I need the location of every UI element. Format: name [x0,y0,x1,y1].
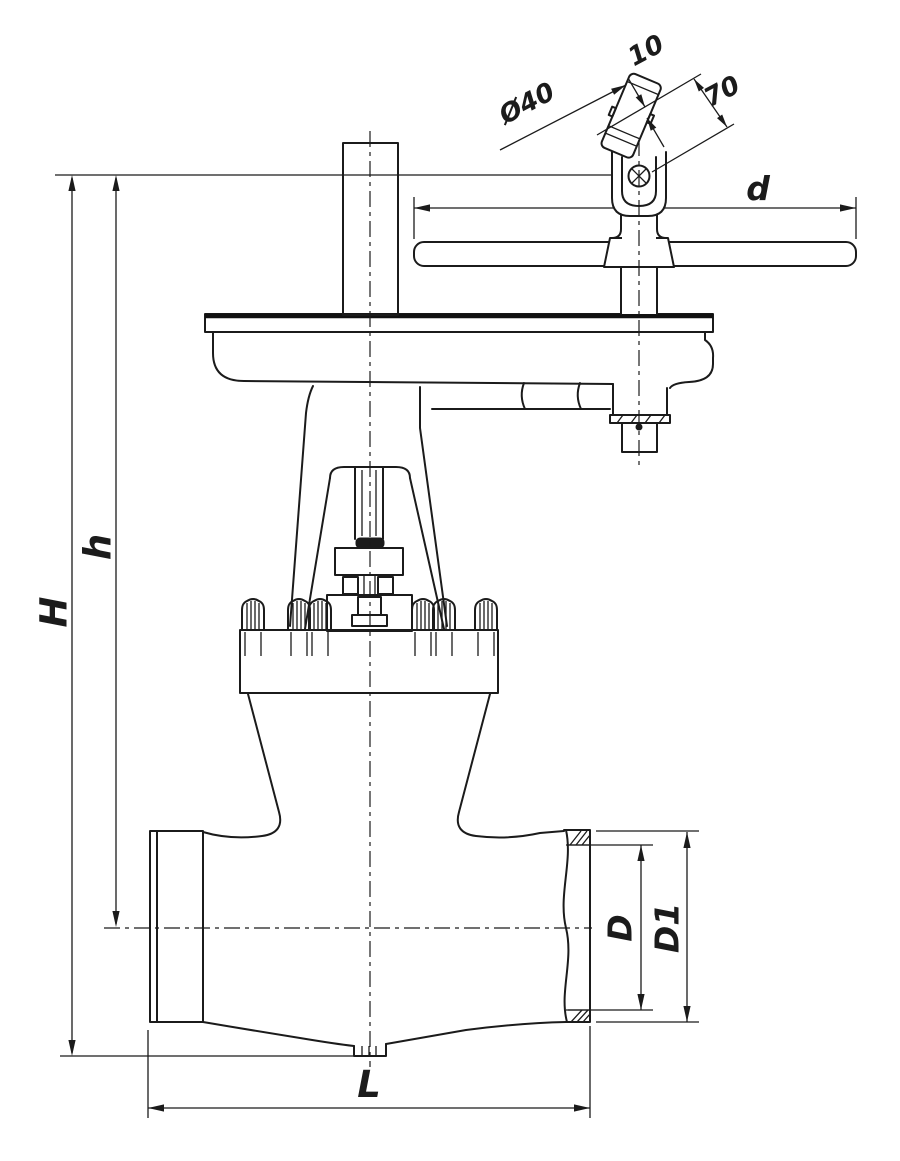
arrowhead [414,204,430,212]
bolt-head [411,598,435,631]
arrowhead [694,79,704,92]
arrowhead [148,1104,164,1112]
arrowhead [840,204,856,212]
gear-pocket-band [609,414,671,424]
stem-between-followers [363,575,376,595]
dim-label-ten: 10 [623,29,669,72]
gear-pocket-band-hatch [616,414,666,424]
gland-follower-left [342,576,359,595]
housing-right-profile [669,331,715,389]
extension-line-upper [596,73,702,136]
gear-pocket-walls [612,383,668,416]
arrowhead [647,118,657,131]
arrowhead [68,175,76,191]
body-bottom-left [202,1021,355,1047]
yoke-right-outer [419,386,448,627]
handle-detail-lines [605,80,659,147]
dim-label-L: L [357,1063,381,1106]
upper-shaft-fill [622,216,656,239]
yoke-left-outer [289,385,314,627]
bonnet-flange [239,598,499,694]
arrowhead [637,994,645,1010]
arrowhead [637,845,645,861]
gland-follower-right [377,576,394,595]
bolt-head [474,598,498,631]
arrowhead [683,1006,691,1022]
dim-label-H: H [33,596,76,627]
housing-left-profile [212,331,614,385]
yoke-left-inner [304,477,331,630]
dimension-H: H [33,174,627,1057]
phi40-dimension-line [499,84,627,151]
wheel-shaft [620,266,658,315]
arrowhead [112,175,120,191]
arrowhead [611,85,626,95]
dim-label-D: D [601,914,640,941]
handwheel [413,214,857,315]
bolt-head [241,598,265,631]
handle-notch-left [607,105,617,118]
dim-label-h: h [77,534,120,560]
bottom-boss-ribs [361,1046,377,1056]
upper-shaft [611,214,667,239]
dim-label-d: d [746,169,770,208]
weld-break-line [562,829,570,1023]
arrowhead [112,911,120,927]
dimension-h: h [77,175,120,927]
gear-housing [204,313,715,453]
yoke [289,385,448,630]
centerlines [104,131,640,1067]
stem-outline [354,466,384,540]
arrowhead [683,832,691,848]
arrowhead [574,1104,590,1112]
flange-studs [244,632,495,656]
arrowhead [68,1040,76,1056]
stem-thread-lines [361,470,377,536]
dim-label-seventy: 70 [699,70,745,113]
gland-flange [334,547,404,576]
right-end-face [563,829,591,1023]
folding-handle [600,72,662,159]
flange-outline [239,629,499,694]
extension-line-lower [651,123,735,173]
yoke-right-inner [409,477,445,630]
bracket-ribs [520,382,582,410]
body-left-flare [202,693,282,839]
weld-bevel-hatching [569,830,591,1023]
body-bottom-right [385,1021,567,1045]
body-right-flare [456,693,565,839]
arrowhead [635,94,645,107]
dimension-D: D [568,844,653,1011]
dim-label-D1: D1 [648,903,687,953]
dimension-D1: D1 [596,830,699,1023]
dimension-L: L [147,1026,591,1118]
arrowhead [717,114,727,127]
